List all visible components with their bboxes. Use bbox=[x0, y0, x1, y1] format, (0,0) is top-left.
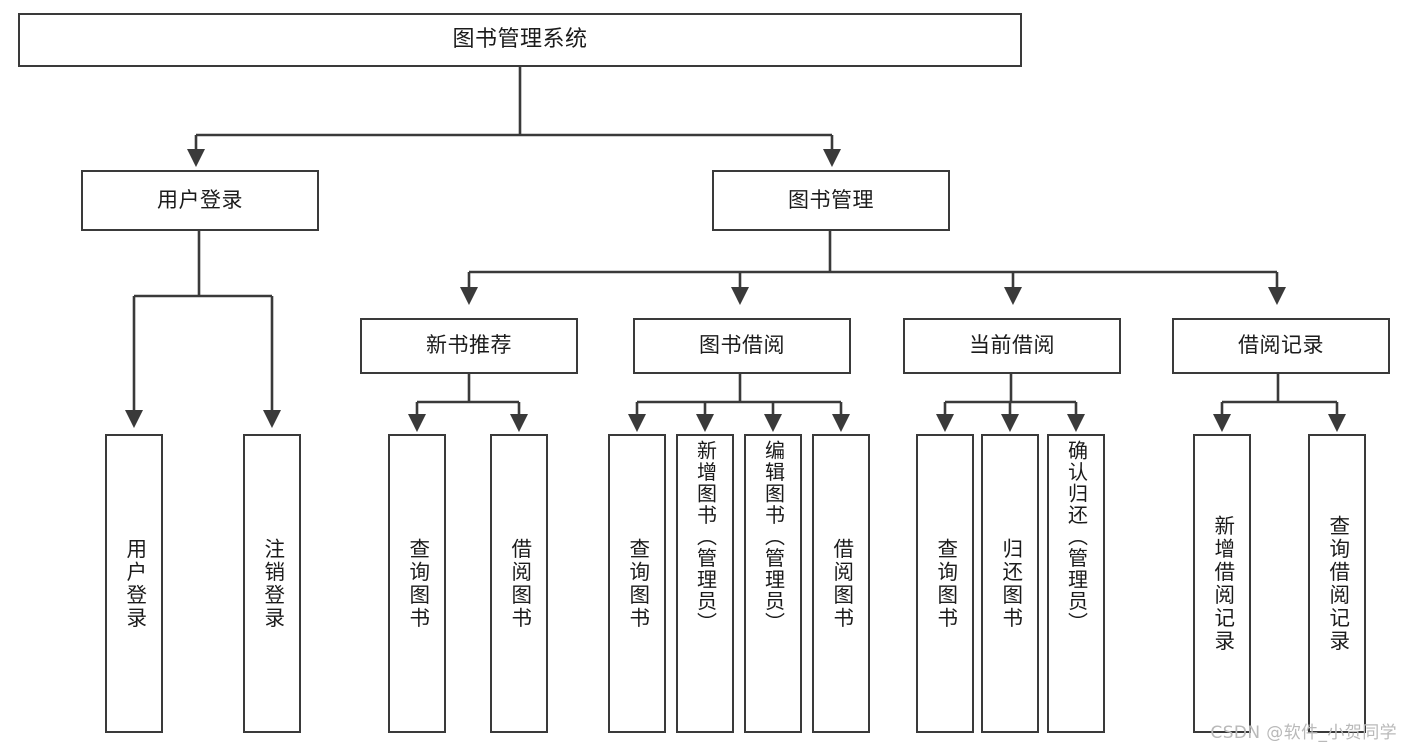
node-leaf-add-book-label: 新增图书（管理员） bbox=[693, 440, 718, 634]
node-user-login[interactable]: 用户登录 bbox=[81, 170, 319, 231]
node-leaf-query-record-label: 查询借阅记录 bbox=[1325, 514, 1350, 653]
node-leaf-query-book-2[interactable]: 查询图书 bbox=[608, 434, 666, 733]
node-leaf-logout-label: 注销登录 bbox=[260, 537, 285, 630]
node-leaf-borrow-book-1-label: 借阅图书 bbox=[507, 537, 532, 630]
node-new-book-recommend[interactable]: 新书推荐 bbox=[360, 318, 578, 374]
node-user-login-label: 用户登录 bbox=[157, 187, 243, 212]
node-borrow-record-label: 借阅记录 bbox=[1238, 333, 1324, 358]
node-leaf-logout[interactable]: 注销登录 bbox=[243, 434, 301, 733]
node-root-label: 图书管理系统 bbox=[452, 26, 588, 52]
node-book-manage-label: 图书管理 bbox=[788, 187, 874, 212]
node-leaf-add-record[interactable]: 新增借阅记录 bbox=[1193, 434, 1251, 733]
node-leaf-user-login-label: 用户登录 bbox=[122, 537, 147, 630]
node-current-borrow-label: 当前借阅 bbox=[969, 333, 1055, 358]
node-leaf-query-book-1[interactable]: 查询图书 bbox=[388, 434, 446, 733]
node-leaf-edit-book[interactable]: 编辑图书（管理员） bbox=[744, 434, 802, 733]
node-root[interactable]: 图书管理系统 bbox=[18, 13, 1022, 67]
node-leaf-return-book[interactable]: 归还图书 bbox=[981, 434, 1039, 733]
node-leaf-query-book-2-label: 查询图书 bbox=[625, 537, 650, 630]
node-leaf-confirm-return[interactable]: 确认归还（管理员） bbox=[1047, 434, 1105, 733]
node-book-borrow-label: 图书借阅 bbox=[699, 333, 785, 358]
node-leaf-edit-book-label: 编辑图书（管理员） bbox=[761, 440, 786, 634]
node-leaf-add-book[interactable]: 新增图书（管理员） bbox=[676, 434, 734, 733]
node-book-borrow[interactable]: 图书借阅 bbox=[633, 318, 851, 374]
node-leaf-borrow-book-2-label: 借阅图书 bbox=[829, 537, 854, 630]
node-leaf-query-book-1-label: 查询图书 bbox=[405, 537, 430, 630]
node-leaf-borrow-book-2[interactable]: 借阅图书 bbox=[812, 434, 870, 733]
node-leaf-user-login[interactable]: 用户登录 bbox=[105, 434, 163, 733]
node-leaf-confirm-return-label: 确认归还（管理员） bbox=[1064, 440, 1089, 634]
node-borrow-record[interactable]: 借阅记录 bbox=[1172, 318, 1390, 374]
node-new-book-recommend-label: 新书推荐 bbox=[426, 333, 512, 358]
node-leaf-return-book-label: 归还图书 bbox=[998, 537, 1023, 630]
node-leaf-query-book-3-label: 查询图书 bbox=[933, 537, 958, 630]
node-leaf-query-book-3[interactable]: 查询图书 bbox=[916, 434, 974, 733]
node-current-borrow[interactable]: 当前借阅 bbox=[903, 318, 1121, 374]
node-leaf-query-record[interactable]: 查询借阅记录 bbox=[1308, 434, 1366, 733]
node-leaf-borrow-book-1[interactable]: 借阅图书 bbox=[490, 434, 548, 733]
watermark-text: CSDN @软件_小贺同学 bbox=[1210, 723, 1397, 743]
node-leaf-add-record-label: 新增借阅记录 bbox=[1210, 514, 1235, 653]
node-book-manage[interactable]: 图书管理 bbox=[712, 170, 950, 231]
